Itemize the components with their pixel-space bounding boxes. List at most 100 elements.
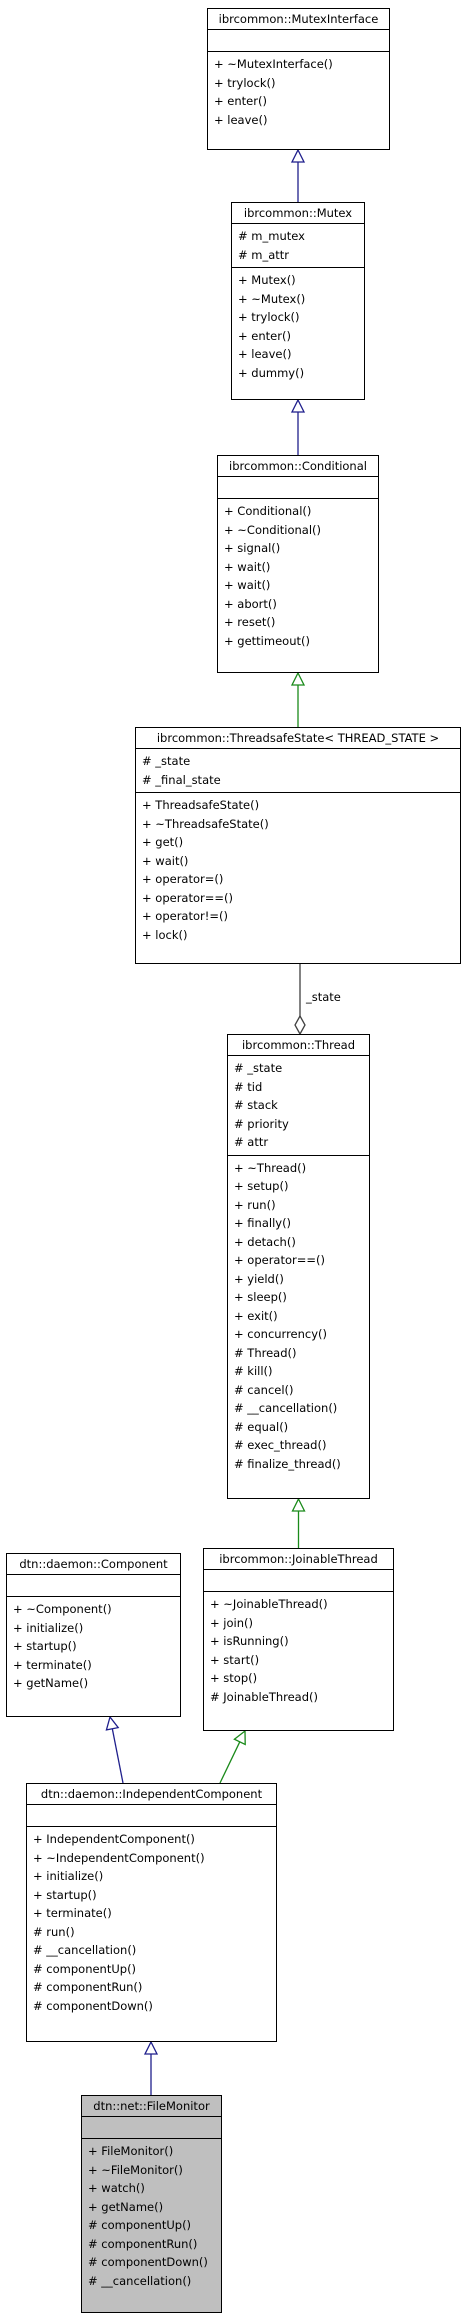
operation-item: + ~Component() — [13, 1602, 112, 1616]
operation-item: + operator!=() — [142, 909, 228, 923]
operation-item: + isRunning() — [210, 1634, 289, 1648]
attributes-section — [7, 1575, 180, 1597]
operation-item: + ~Mutex() — [238, 291, 306, 306]
operation-item: + reset() — [224, 615, 276, 629]
attribute-item: # _state — [234, 1061, 283, 1075]
aggregation-diamond — [294, 1014, 306, 1036]
operation-item: + trylock() — [214, 75, 276, 90]
operation-item: # equal() — [234, 1419, 289, 1434]
operation-item: # componentDown() — [88, 2255, 208, 2269]
connector-line — [219, 1741, 241, 1784]
attributes-section: # _state # _final_state — [136, 749, 460, 793]
operation-item: + ThreadsafeState() — [142, 798, 260, 812]
attributes-section: # _state# tid# stack# priority# attr — [228, 1056, 369, 1156]
operation-item: # Thread() — [234, 1345, 297, 1360]
operation-item: + ~Conditional() — [224, 522, 322, 537]
operation-item: + wait() — [224, 559, 271, 574]
attribute-item: # _final_state — [142, 772, 221, 787]
operation-item: + Conditional() — [224, 504, 312, 518]
operations-section: + ~JoinableThread()+ join()+ isRunning()… — [204, 1592, 393, 1709]
class-box-joinable-thread[interactable]: ibrcommon::JoinableThread + ~JoinableThr… — [203, 1548, 394, 1731]
class-title: dtn::daemon::IndependentComponent — [27, 1784, 276, 1805]
class-box-independent-component[interactable]: dtn::daemon::IndependentComponent + Inde… — [26, 1783, 277, 2042]
class-box-threadsafe-state[interactable]: ibrcommon::ThreadsafeState< THREAD_STATE… — [135, 727, 461, 964]
inheritance-arrowhead — [233, 1729, 246, 1746]
class-box-file-monitor[interactable]: dtn::net::FileMonitor + FileMonitor()+ ~… — [81, 2095, 222, 2313]
class-box-thread[interactable]: ibrcommon::Thread # _state# tid# stack# … — [227, 1034, 370, 1499]
class-box-mutex-interface[interactable]: ibrcommon::MutexInterface + ~MutexInterf… — [207, 8, 390, 150]
class-title: ibrcommon::ThreadsafeState< THREAD_STATE… — [136, 728, 460, 749]
class-box-component[interactable]: dtn::daemon::Component + ~Component()+ i… — [6, 1553, 181, 1717]
class-title: ibrcommon::JoinableThread — [204, 1549, 393, 1570]
inheritance-arrowhead — [290, 671, 306, 686]
attributes-section — [82, 2117, 221, 2139]
operation-item: + wait() — [142, 853, 189, 868]
operation-item: + yield() — [234, 1271, 284, 1286]
operation-item: + watch() — [88, 2181, 145, 2195]
operation-item: + sleep() — [234, 1290, 287, 1304]
operations-section: + FileMonitor() + ~FileMonitor() + watch()… — [82, 2139, 221, 2293]
inheritance-arrowhead — [291, 1497, 306, 1512]
class-title: ibrcommon::Conditional — [218, 456, 378, 477]
operations-section: + ThreadsafeState()+ ~ThreadsafeState()+… — [136, 793, 460, 947]
operation-item: + FileMonitor() — [88, 2144, 174, 2158]
operation-item: + ~Thread() — [234, 1160, 307, 1175]
operation-item: + ~JoinableThread() — [210, 1597, 328, 1611]
attribute-item: # _state — [142, 754, 191, 768]
attribute-item: # stack — [234, 1098, 278, 1112]
operation-item: # componentDown() — [33, 1998, 153, 2013]
operation-item: + terminate() — [13, 1657, 92, 1672]
operation-item: # JoinableThread() — [210, 1689, 319, 1704]
operation-item: + abort() — [224, 596, 277, 611]
attributes-section: # m_mutex# m_attr — [232, 224, 364, 268]
operation-item: # finalize_thread() — [234, 1456, 341, 1471]
operation-item: + stop() — [210, 1671, 258, 1685]
attribute-item: # m_mutex — [238, 229, 305, 243]
operations-section: + Mutex()+ ~Mutex()+ trylock()+ enter()+… — [232, 268, 364, 385]
operation-item: + initialize() — [33, 1869, 104, 1883]
operation-item: + ~FileMonitor() — [88, 2162, 183, 2177]
operation-item: + run() — [234, 1197, 276, 1212]
inheritance-arrowhead — [105, 1715, 120, 1731]
class-title: ibrcommon::Thread — [228, 1035, 369, 1056]
operation-item: # exec_thread() — [234, 1438, 327, 1452]
class-box-conditional[interactable]: ibrcommon::Conditional + Conditional()+ … — [217, 455, 379, 673]
operations-section: + ~MutexInterface()+ trylock()+ enter()+… — [208, 52, 389, 132]
class-title: ibrcommon::Mutex — [232, 203, 364, 224]
attribute-item: # attr — [234, 1135, 269, 1149]
operation-item: + startup() — [13, 1639, 77, 1653]
attribute-item: # priority — [234, 1116, 289, 1131]
operation-item: # componentRun() — [33, 1980, 143, 1994]
edge-label: _state — [305, 990, 341, 1004]
operation-item: + ~IndependentComponent() — [33, 1850, 205, 1865]
operation-item: + IndependentComponent() — [33, 1832, 195, 1846]
operation-item: + getName() — [13, 1676, 89, 1690]
operation-item: + Mutex() — [238, 273, 296, 287]
class-title: dtn::daemon::Component — [7, 1554, 180, 1575]
operation-item: + leave() — [238, 347, 292, 361]
operation-item: # __cancellation() — [88, 2273, 192, 2288]
operation-item: # componentRun() — [88, 2236, 198, 2251]
attributes-section — [204, 1570, 393, 1592]
operation-item: + startup() — [33, 1887, 97, 1902]
operation-item: + getName() — [88, 2199, 164, 2214]
operation-item: + exit() — [234, 1308, 278, 1323]
operation-item: # run() — [33, 1924, 75, 1939]
operation-item: + trylock() — [238, 310, 300, 324]
operations-section: + IndependentComponent() + ~IndependentCo… — [27, 1827, 276, 2018]
connector-line — [111, 1728, 124, 1784]
class-title: ibrcommon::MutexInterface — [208, 9, 389, 30]
class-box-mutex[interactable]: ibrcommon::Mutex # m_mutex# m_attr + Mut… — [231, 202, 365, 400]
operations-section: + ~Thread()+ setup()+ run()+ finally()+ … — [228, 1156, 369, 1477]
operation-item: + lock() — [142, 927, 188, 942]
operation-item: + detach() — [234, 1234, 296, 1249]
operation-item: # componentUp() — [33, 1961, 137, 1976]
operation-item: + start() — [210, 1652, 260, 1667]
operation-item: # __cancellation() — [234, 1401, 338, 1415]
class-title: dtn::net::FileMonitor — [82, 2096, 221, 2117]
operation-item: + operator==() — [234, 1253, 325, 1267]
operation-item: + signal() — [224, 541, 281, 555]
operation-item: + leave() — [214, 112, 268, 127]
operation-item: + gettimeout() — [224, 633, 310, 648]
